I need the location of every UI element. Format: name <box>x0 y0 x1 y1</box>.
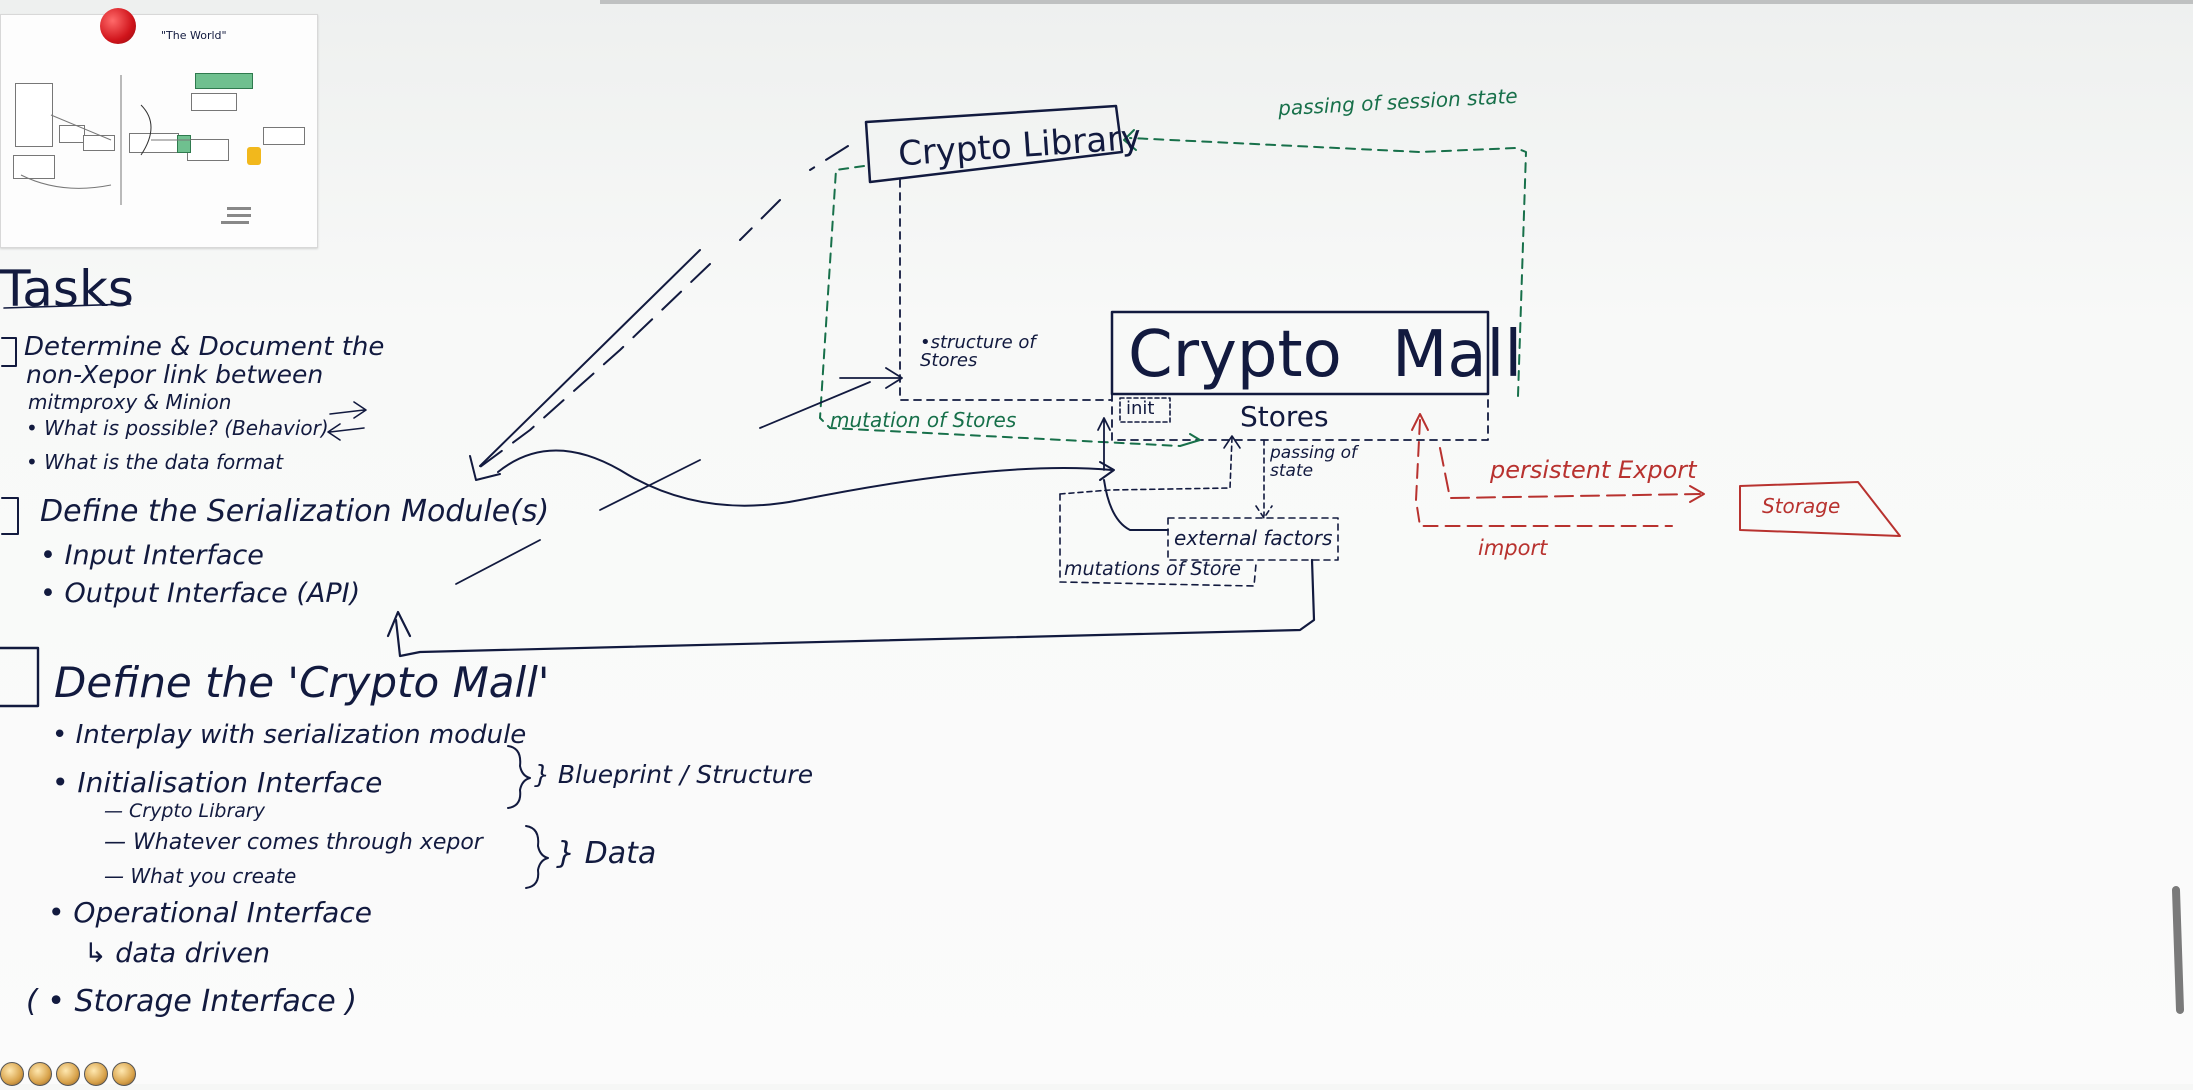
storage-label: Storage <box>1762 494 1841 518</box>
photo-thumb-box <box>13 155 55 179</box>
task2-title: Define the Serialization Module(s) <box>40 494 550 529</box>
task3-sub-crypto-library: — Crypto Library <box>104 800 265 822</box>
mutation-of-stores-label: mutation of Stores <box>830 408 1017 432</box>
magnet-tray <box>0 1062 200 1086</box>
photo-thumb-green-box <box>195 73 253 89</box>
magnet-icon <box>112 1062 136 1086</box>
magnet-icon <box>28 1062 52 1086</box>
init-label: init <box>1126 398 1155 419</box>
task1-line1: Determine & Document the <box>24 332 385 362</box>
magnet-icon <box>56 1062 80 1086</box>
mutations-of-store-label: mutations of Store <box>1064 558 1241 580</box>
magnet-icon <box>84 1062 108 1086</box>
passing-of-state-label: passing of state <box>1270 443 1358 481</box>
red-magnet <box>100 8 136 44</box>
task3-title: Define the 'Crypto Mall' <box>54 658 550 707</box>
task3-interplay: • Interplay with serialization module <box>52 720 527 750</box>
external-factors-label: external factors <box>1174 526 1333 550</box>
photo-thumb-box <box>59 125 85 143</box>
task3-sub-xepor: — Whatever comes through xepor <box>104 830 483 855</box>
import-label: import <box>1478 536 1548 560</box>
brace-blueprint-label: } Blueprint / Structure <box>534 760 814 789</box>
task1-bullet-format: • What is the data format <box>26 450 284 474</box>
task3-operational: • Operational Interface <box>48 896 372 929</box>
structure-of-stores-label: •structure of Stores <box>920 332 1036 371</box>
persistent-export-label: persistent Export <box>1490 456 1697 484</box>
task2-input-interface: • Input Interface <box>40 540 264 571</box>
task1-line2: non-Xepor link between <box>26 360 324 389</box>
task3-sub-create: — What you create <box>104 864 297 888</box>
task3-storage-interface: ( • Storage Interface ) <box>26 984 357 1019</box>
task2-output-interface: • Output Interface (API) <box>40 578 361 609</box>
photo-thumb-lines <box>20 75 251 224</box>
photo-caption: "The World" <box>161 29 227 42</box>
photo-thumb-box <box>263 127 305 145</box>
brace-data-label: } Data <box>556 836 657 871</box>
photo-thumb-box <box>191 93 237 111</box>
pinned-photo: "The World" <box>0 14 318 248</box>
task1-bullet-behavior: • What is possible? (Behavior) <box>26 416 329 440</box>
task3-initialisation: • Initialisation Interface <box>52 766 383 799</box>
magnet-icon <box>0 1062 24 1086</box>
whiteboard-frame <box>600 0 2193 4</box>
stores-label: Stores <box>1240 400 1329 433</box>
crypto-mall-label: Crypto Mall <box>1128 318 1523 392</box>
tasks-heading: Tasks <box>0 260 134 318</box>
photo-thumb-box <box>15 83 53 147</box>
task3-data-driven: ↳ data driven <box>84 938 271 969</box>
task1-line3: mitmproxy & Minion <box>28 390 232 414</box>
photo-thumb-figure <box>247 147 261 165</box>
